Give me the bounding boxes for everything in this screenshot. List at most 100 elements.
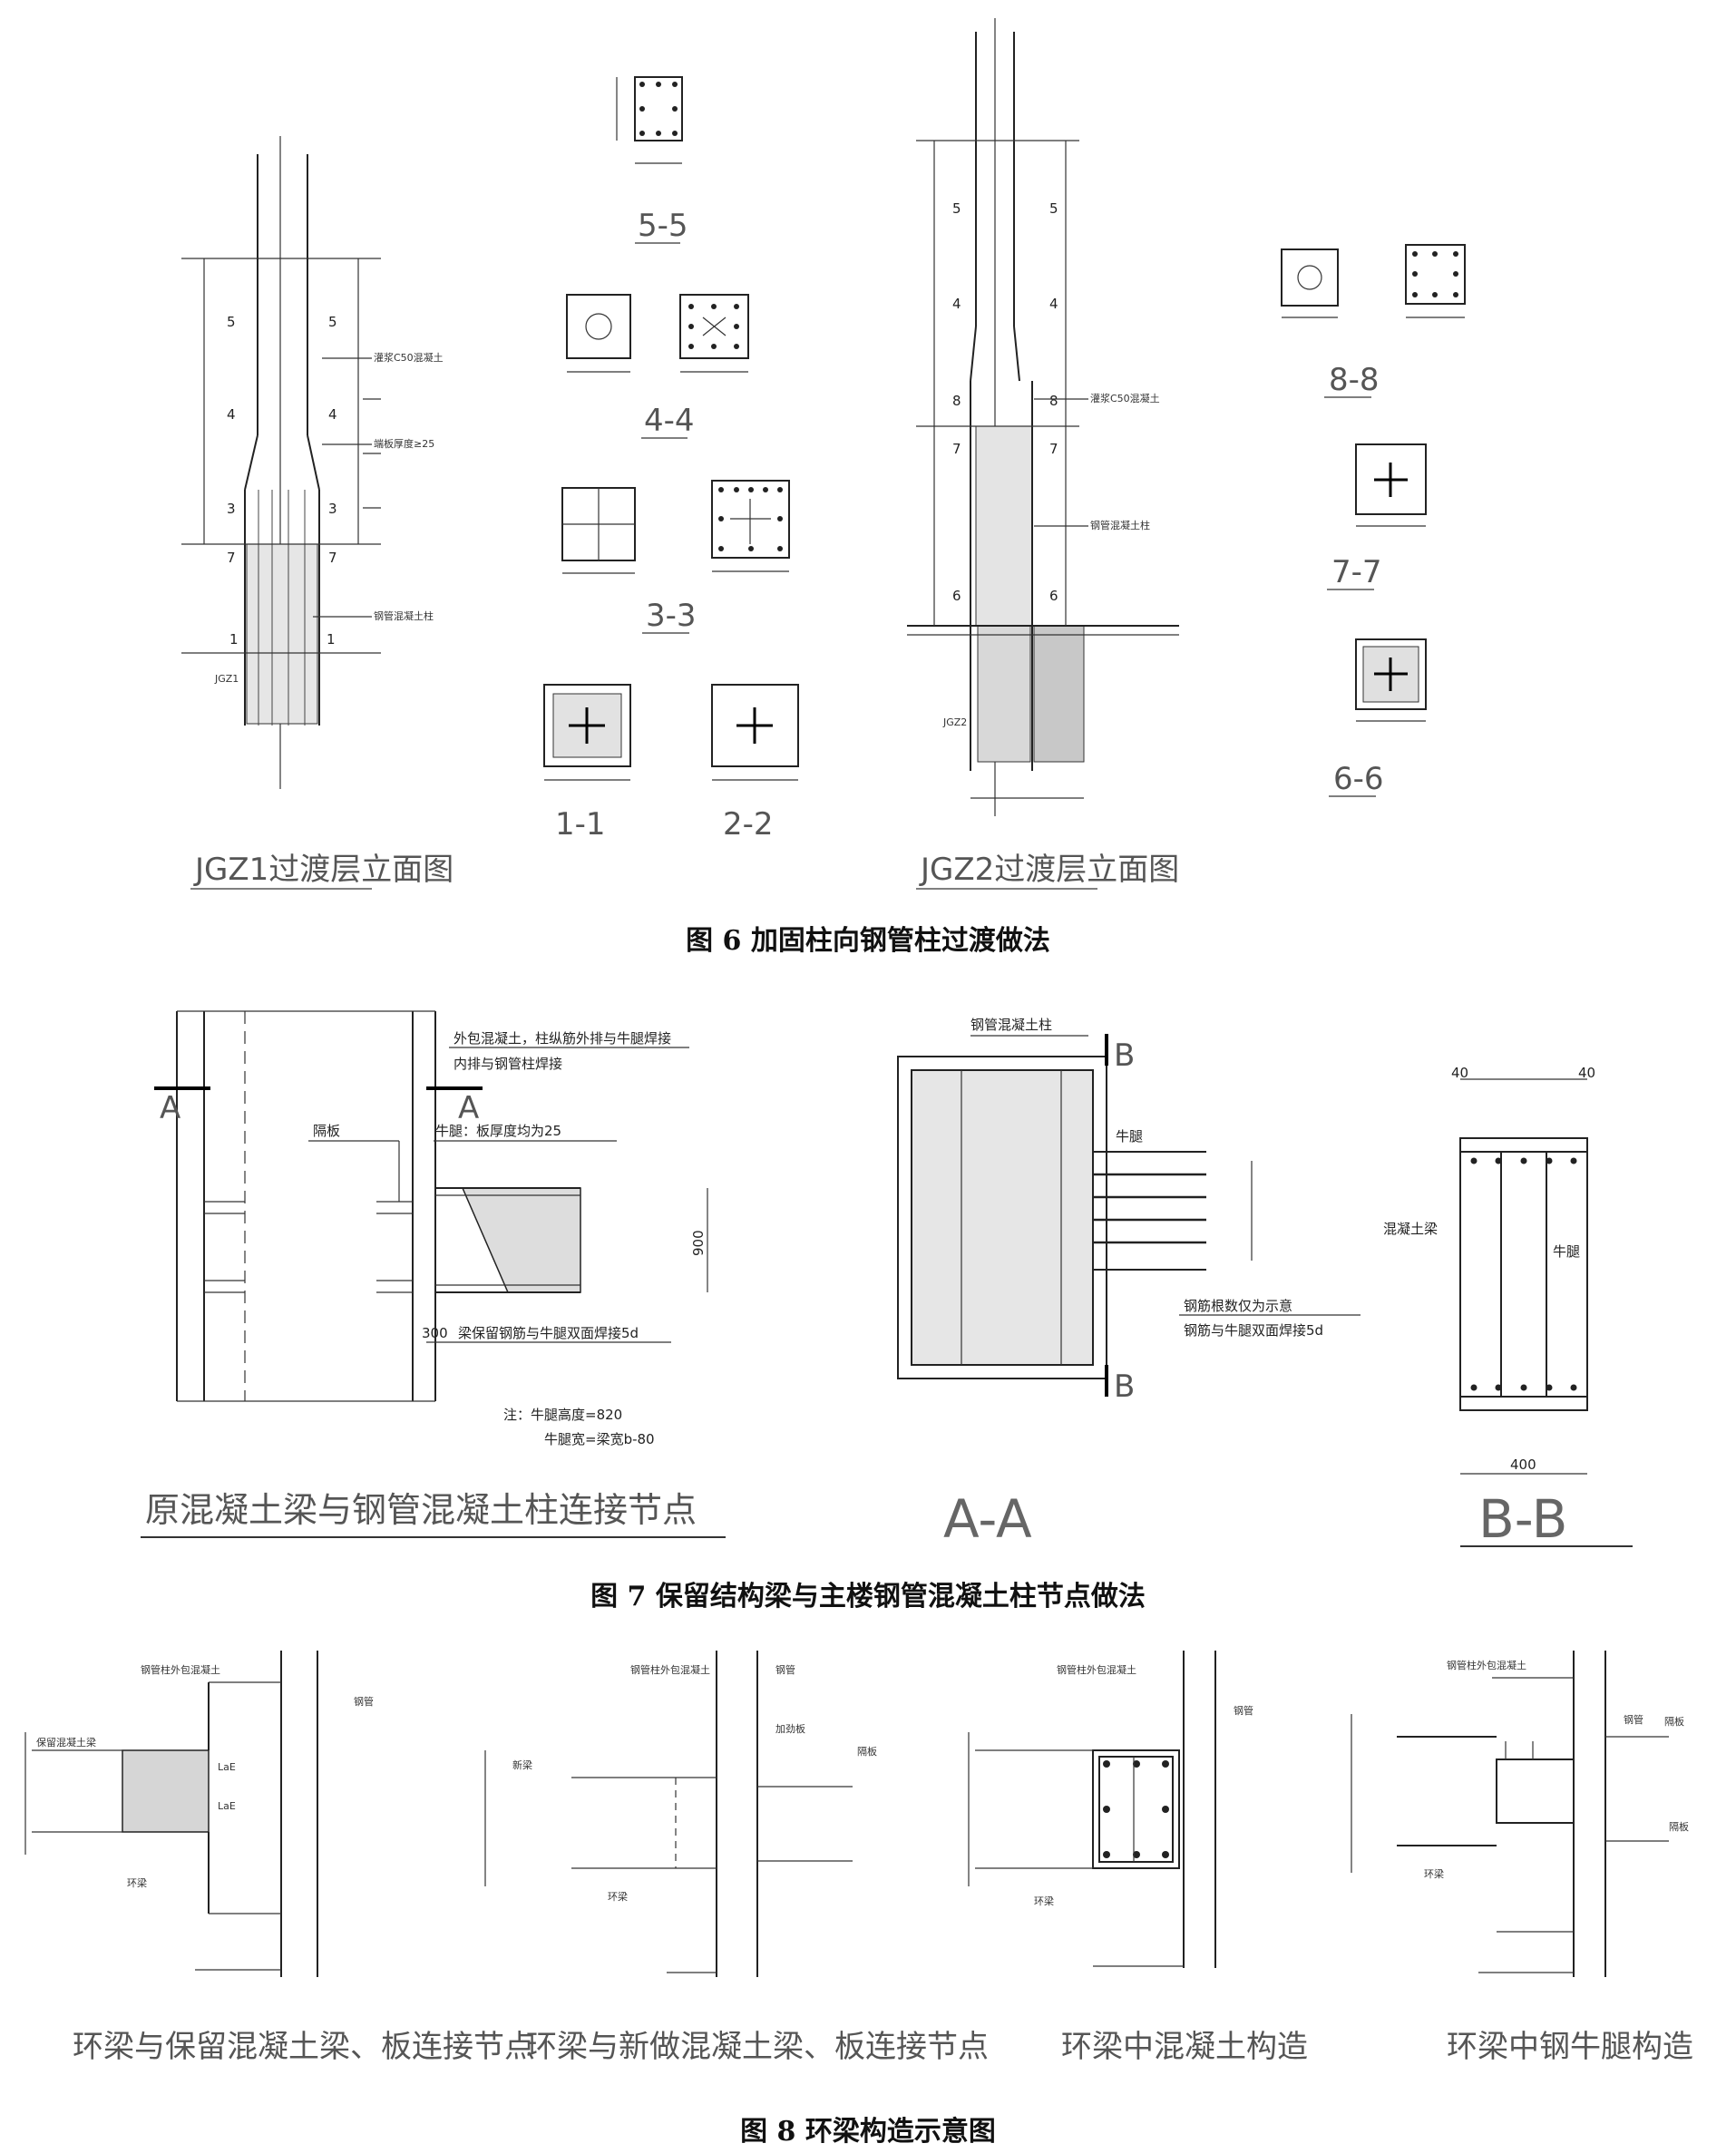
dim-300: 300 xyxy=(422,1325,448,1341)
note-corbel-plate: 牛腿：板厚度均为25 xyxy=(435,1123,561,1139)
jgz2-num: 7 xyxy=(952,441,961,457)
section-label-5-5: 5-5 xyxy=(638,208,688,244)
section-mark-a-right: A xyxy=(458,1090,479,1126)
p1-lae-1: LaE xyxy=(218,1761,236,1773)
p1-lae-2: LaE xyxy=(218,1800,236,1812)
fig8-title-4: 环梁中钢牛腿构造 xyxy=(1447,2029,1693,2065)
jgz1-num: 4 xyxy=(227,406,236,423)
p2-new-beam: 新梁 xyxy=(512,1758,532,1771)
figure-6-caption: 图 6 加固柱向钢管柱过渡做法 xyxy=(686,925,1050,957)
figure-8-caption: 图 8 环梁构造示意图 xyxy=(740,2116,996,2148)
p4-diaphragm-2: 隔板 xyxy=(1669,1820,1689,1833)
jgz2-title: JGZ2过渡层立面图 xyxy=(919,852,1179,888)
note-outer-concrete: 外包混凝土，柱纵筋外排与牛腿焊接 xyxy=(454,1030,671,1047)
dim-40-right: 40 xyxy=(1578,1065,1595,1081)
section-2-2: 2-2 xyxy=(711,684,799,843)
p3-outer-concrete: 钢管柱外包混凝土 xyxy=(1057,1663,1136,1676)
section-label-4-4: 4-4 xyxy=(644,403,695,439)
section-1-1: 1-1 xyxy=(543,684,631,843)
jgz2-num: 7 xyxy=(1049,441,1058,457)
section-5-5: 5-5 xyxy=(616,76,688,244)
label-corbel: 牛腿 xyxy=(1116,1128,1143,1145)
fig8-title-1: 环梁与保留混凝土梁、板连接节点 xyxy=(73,2029,535,2065)
note-rebar-count: 钢筋根数仅为示意 xyxy=(1184,1298,1292,1314)
figure-7: A A 外包混凝土，柱纵筋外排与牛腿焊接 内排与钢管柱焊接 隔板 牛腿：板厚度均… xyxy=(0,979,1736,1578)
section-mark-a-left: A xyxy=(160,1090,180,1126)
p1-retained-beam: 保留混凝土梁 xyxy=(36,1736,96,1749)
section-label-3-3: 3-3 xyxy=(646,598,697,634)
label-concrete-beam: 混凝土梁 xyxy=(1383,1221,1438,1237)
label-cfst-column: 钢管混凝土柱 xyxy=(970,1017,1052,1033)
section-label-7-7: 7-7 xyxy=(1331,554,1382,590)
jgz1-elevation: 5 5 4 4 3 3 7 7 1 1 JGZ1 灌浆C50混凝土 端板厚度≥2… xyxy=(181,136,444,789)
section-7-7: 7-7 xyxy=(1327,443,1427,590)
section-6-6: 6-6 xyxy=(1329,638,1427,797)
section-label-2-2: 2-2 xyxy=(723,806,774,843)
section-3-3: 3-3 xyxy=(561,480,790,634)
label-corbel2: 牛腿 xyxy=(1553,1243,1580,1260)
section-4-4: 4-4 xyxy=(566,294,749,439)
section-label-1-1: 1-1 xyxy=(555,806,606,843)
jgz1-num: 3 xyxy=(227,501,236,517)
figure-7-drawing: A A 外包混凝土，柱纵筋外排与牛腿焊接 内排与钢管柱焊接 隔板 牛腿：板厚度均… xyxy=(141,1010,1633,1550)
jgz2-grout: 灌浆C50混凝土 xyxy=(1090,392,1160,404)
section-label-6-6: 6-6 xyxy=(1333,761,1384,797)
p2-ring-beam: 环梁 xyxy=(608,1890,628,1903)
jgz2-steel: 钢管混凝土柱 xyxy=(1090,519,1150,531)
jgz2-num: 8 xyxy=(952,393,961,409)
note-rebar-weld2: 钢筋与牛腿双面焊接5d xyxy=(1184,1322,1323,1339)
note-diaphragm: 隔板 xyxy=(313,1123,340,1139)
jgz1-num: 1 xyxy=(327,631,336,648)
bb-title: B-B xyxy=(1478,1488,1567,1550)
fig8-title-2: 环梁与新做混凝土梁、板连接节点 xyxy=(526,2029,989,2065)
jgz2-num: 5 xyxy=(1049,200,1058,217)
p4-ring-beam: 环梁 xyxy=(1424,1867,1444,1880)
section-label-8-8: 8-8 xyxy=(1329,362,1380,398)
note-rebar-weld: 梁保留钢筋与牛腿双面焊接5d xyxy=(458,1325,639,1341)
section-mark-b-top: B xyxy=(1114,1038,1135,1074)
p4-pipe: 钢管 xyxy=(1624,1713,1643,1726)
jgz1-code: JGZ1 xyxy=(214,673,239,685)
jgz1-num: 3 xyxy=(328,501,337,517)
jgz2-num: 4 xyxy=(1049,296,1058,312)
section-a-a: B B 钢管混凝土柱 牛腿 钢筋根数仅为示意 钢筋与牛腿双面焊接5d xyxy=(897,1017,1361,1405)
section-8-8: 8-8 xyxy=(1281,244,1466,398)
p2-stiffener: 加劲板 xyxy=(775,1722,805,1735)
jgz1-grout: 灌浆C50混凝土 xyxy=(374,351,444,364)
note-height: 注：牛腿高度=820 xyxy=(503,1407,622,1423)
jgz1-steel: 钢管混凝土柱 xyxy=(374,609,434,622)
jgz1-num: 5 xyxy=(227,314,236,330)
jgz2-code: JGZ2 xyxy=(942,716,967,728)
p1-ring-beam: 环梁 xyxy=(127,1876,147,1889)
section-b-b: 40 40 400 混凝土梁 牛腿 xyxy=(1383,1065,1595,1475)
ring-beam-steel-corbel-panel: 钢管柱外包混凝土 钢管 隔板 隔板 环梁 环梁中钢牛腿构造 xyxy=(1351,1651,1693,2065)
p2-diaphragm: 隔板 xyxy=(857,1745,877,1758)
jgz1-title: JGZ1过渡层立面图 xyxy=(193,852,454,888)
jgz1-num: 7 xyxy=(227,550,236,566)
section-mark-b-bottom: B xyxy=(1114,1369,1135,1405)
fig8-title-3: 环梁中混凝土构造 xyxy=(1061,2029,1308,2065)
p2-pipe: 钢管 xyxy=(775,1663,795,1676)
jgz2-num: 5 xyxy=(952,200,961,217)
p1-pipe: 钢管 xyxy=(354,1695,374,1708)
ring-beam-new-panel: 新梁 钢管柱外包混凝土 钢管 加劲板 隔板 环梁 环梁与新做混凝土梁、板连接节点 xyxy=(484,1651,989,2065)
jgz2-elevation: 5 5 4 4 8 8 7 7 6 6 JGZ2 灌浆C50混凝土 钢管混凝土柱 xyxy=(907,18,1179,816)
figure-7-caption: 图 7 保留结构梁与主楼钢管混凝土柱节点做法 xyxy=(590,1581,1146,1612)
jgz2-num: 4 xyxy=(952,296,961,312)
jgz2-num: 6 xyxy=(952,588,961,604)
jgz2-num: 8 xyxy=(1049,393,1058,409)
p4-diaphragm: 隔板 xyxy=(1664,1715,1684,1728)
fig7-main-title: 原混凝土梁与钢管混凝土柱连接节点 xyxy=(145,1490,697,1530)
figure-6-drawing: 5 5 4 4 3 3 7 7 1 1 JGZ1 灌浆C50混凝土 端板厚度≥2… xyxy=(181,18,1466,890)
beam-column-joint: A A 外包混凝土，柱纵筋外排与牛腿焊接 内排与钢管柱焊接 隔板 牛腿：板厚度均… xyxy=(154,1010,708,1447)
figure-8: 保留混凝土梁 钢管柱外包混凝土 钢管 LaE LaE 环梁 环梁与保留混凝土梁、… xyxy=(0,1623,1736,2149)
ring-beam-concrete-panel: 钢管柱外包混凝土 钢管 环梁 环梁中混凝土构造 xyxy=(968,1651,1308,2065)
p3-ring-beam: 环梁 xyxy=(1034,1895,1054,1907)
p4-outer-concrete: 钢管柱外包混凝土 xyxy=(1447,1659,1526,1671)
aa-title: A-A xyxy=(943,1488,1032,1550)
dim-400: 400 xyxy=(1510,1456,1536,1473)
p3-pipe: 钢管 xyxy=(1234,1704,1253,1717)
jgz2-num: 6 xyxy=(1049,588,1058,604)
note-inner-weld: 内排与钢管柱焊接 xyxy=(454,1056,562,1072)
jgz1-num: 4 xyxy=(328,406,337,423)
